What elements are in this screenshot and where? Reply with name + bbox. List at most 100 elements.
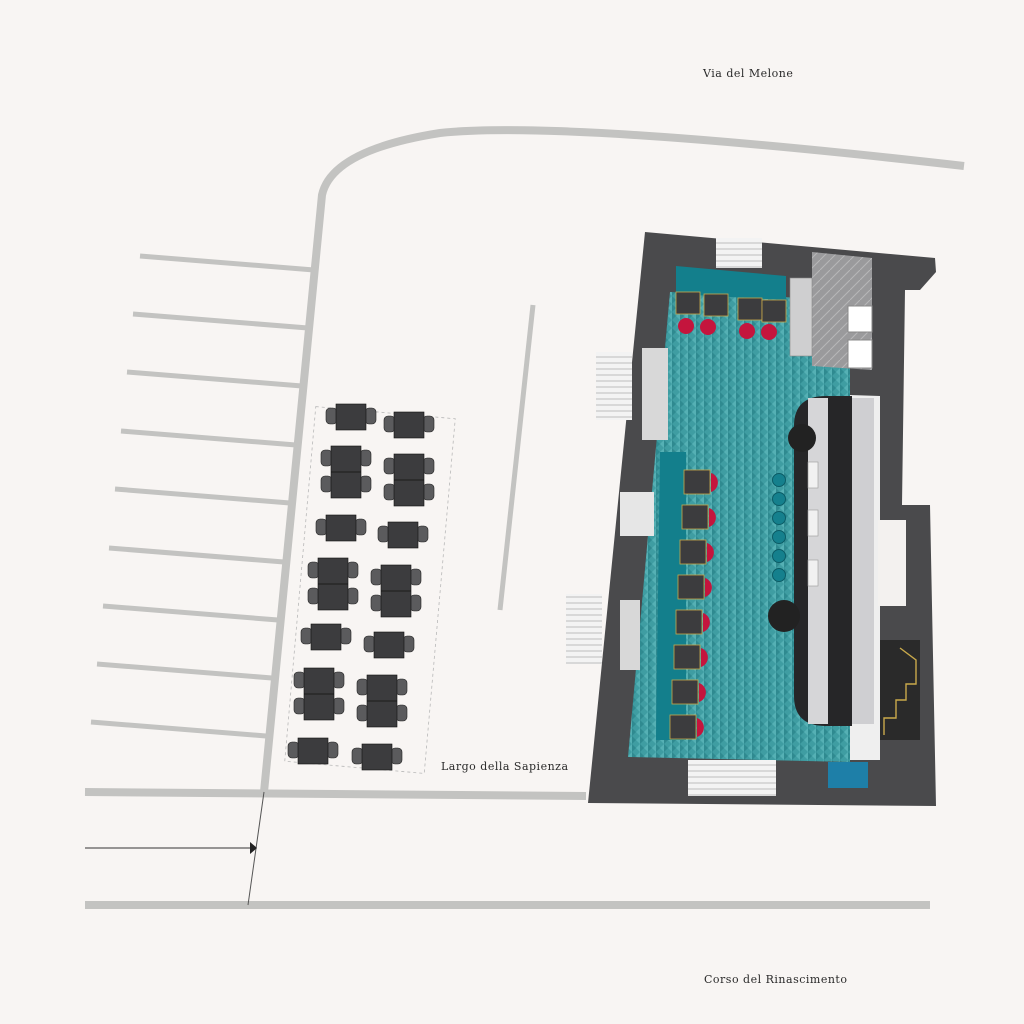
parking-lines [90, 253, 315, 739]
indoor-table-west [675, 609, 703, 635]
red-chair-north [739, 323, 755, 339]
red-chair-west [711, 473, 718, 492]
outdoor-chair [351, 747, 364, 765]
outdoor-table [373, 631, 405, 659]
red-chair-west [699, 683, 706, 702]
indoor-table-west [677, 574, 705, 600]
outdoor-chair [293, 671, 306, 689]
outdoor-table-group [370, 564, 422, 618]
outdoor-chair [370, 568, 383, 586]
indoor-table-west [673, 644, 701, 670]
outdoor-chair [356, 704, 369, 722]
outdoor-chair [370, 594, 383, 612]
outdoor-chair [402, 635, 415, 653]
window-grate-west-1 [596, 352, 632, 420]
road-largo-della-sapienza [84, 788, 587, 800]
outdoor-chair [325, 407, 338, 425]
outdoor-table-group [363, 631, 415, 659]
outdoor-table [310, 623, 342, 651]
outdoor-table [335, 403, 367, 431]
red-chair-west [705, 578, 712, 597]
indoor-table-west [683, 469, 711, 495]
staircase [880, 640, 920, 740]
outdoor-table-group [300, 623, 352, 651]
north-banquette [676, 266, 786, 300]
outdoor-chair [320, 449, 333, 467]
outdoor-chair [300, 627, 313, 645]
back-counter-strip [789, 277, 813, 357]
outdoor-dining-boundary [284, 406, 456, 774]
outdoor-chair [395, 704, 408, 722]
outdoor-chair [346, 561, 359, 579]
bar-stool [772, 473, 786, 487]
outdoor-chair [356, 678, 369, 696]
outdoor-table-group [383, 411, 435, 439]
outdoor-chair [354, 518, 367, 536]
bar-sink [807, 509, 819, 537]
outdoor-table [393, 411, 425, 439]
back-room [878, 520, 906, 606]
window-grate-north [716, 238, 762, 268]
outdoor-table [325, 514, 357, 542]
outdoor-table [387, 521, 419, 549]
outdoor-chair [416, 525, 429, 543]
red-chair-north [678, 318, 694, 334]
outdoor-chair [409, 594, 422, 612]
indoor-table-north [675, 291, 701, 315]
bar-stool [772, 568, 786, 582]
red-chair-west [707, 543, 714, 562]
bar-stool [772, 492, 786, 506]
outdoor-chair [383, 415, 396, 433]
outdoor-chair [359, 449, 372, 467]
outdoor-chair [326, 741, 339, 759]
outdoor-chair [422, 415, 435, 433]
outdoor-chair [422, 457, 435, 475]
bar-back-wall [852, 398, 874, 724]
outdoor-chair [315, 518, 328, 536]
outdoor-chair [422, 483, 435, 501]
outdoor-table-group [383, 453, 435, 507]
indoor-table-west [681, 504, 709, 530]
bar-stool [772, 511, 786, 525]
red-chair-west [703, 613, 710, 632]
outdoor-chair [409, 568, 422, 586]
red-chair-west [709, 508, 716, 527]
outdoor-table-group [287, 737, 339, 765]
indoor-table-west [669, 714, 697, 740]
indoor-table-north [737, 297, 763, 321]
south-door-threshold [688, 760, 776, 796]
street-label-south: Corso del Rinascimento [704, 973, 848, 986]
restaurant-building [566, 232, 936, 806]
outdoor-table-group [325, 403, 377, 431]
toilet-1 [847, 305, 873, 333]
indoor-table-west [671, 679, 699, 705]
outdoor-chair [332, 671, 345, 689]
bar-round-table-south [768, 600, 800, 632]
west-window-slot-1 [642, 348, 668, 440]
bar-stool [772, 549, 786, 563]
outdoor-chair [363, 635, 376, 653]
outdoor-table-group [307, 557, 359, 611]
plan-furniture [669, 291, 819, 740]
outdoor-chair [320, 475, 333, 493]
outdoor-chair [383, 457, 396, 475]
outdoor-chair [377, 525, 390, 543]
bar-stool [772, 530, 786, 544]
toilet-2 [847, 339, 873, 369]
outdoor-chair [390, 747, 403, 765]
outdoor-table-group [293, 667, 345, 721]
outdoor-table-group [356, 674, 408, 728]
outdoor-chair [346, 587, 359, 605]
outdoor-chair [364, 407, 377, 425]
road-via-del-melone [260, 126, 965, 793]
red-chair-west [697, 718, 704, 737]
outdoor-table-group [315, 514, 367, 542]
window-grate-west-2 [566, 594, 602, 664]
outdoor-chair [287, 741, 300, 759]
outdoor-chair [307, 561, 320, 579]
outdoor-table-group [351, 743, 403, 771]
red-chair-north [700, 319, 716, 335]
outdoor-chair [383, 483, 396, 501]
bar-sink [807, 559, 819, 587]
